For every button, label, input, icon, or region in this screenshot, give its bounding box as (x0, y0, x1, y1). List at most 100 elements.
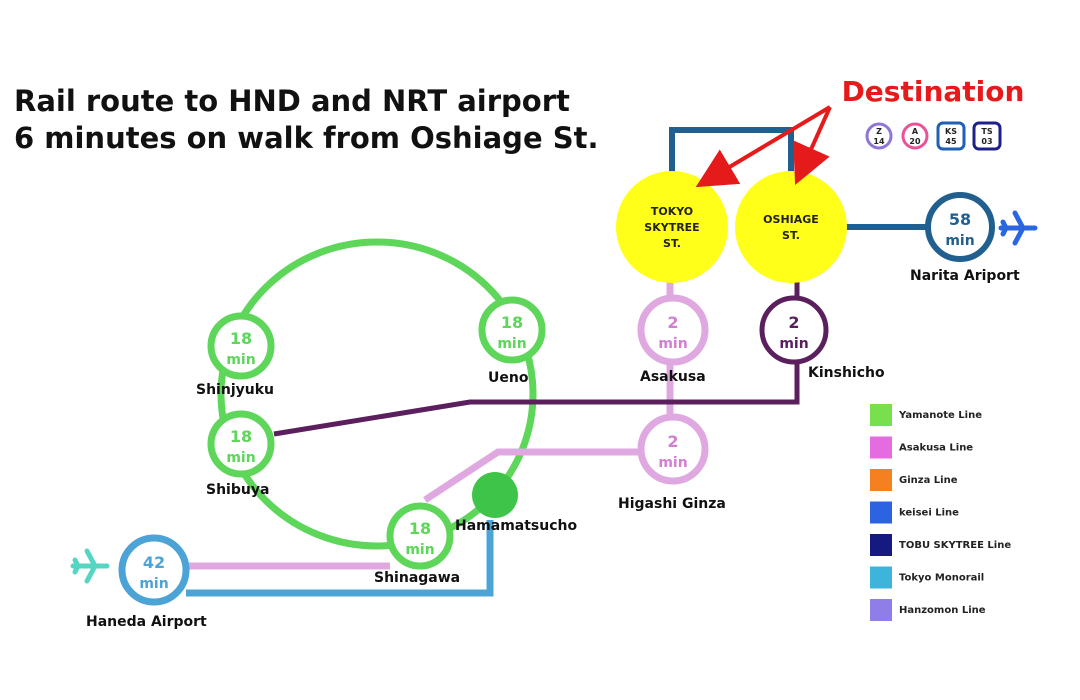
legend-item: Asakusa Line (870, 436, 973, 459)
station-name-kinshicho: Kinshicho (808, 365, 885, 381)
station-minutes-higashi-ginza: 2 (667, 432, 678, 451)
line-badge-z: Z14 (865, 122, 893, 150)
station-unit-asakusa: min (658, 336, 687, 352)
station-minutes-shinjyuku: 18 (230, 329, 252, 348)
hamamatsucho-name: Hamamatsucho (455, 518, 577, 534)
station-name-ueno: Ueno (488, 370, 529, 386)
line-badge-number: 20 (909, 137, 921, 146)
station-minutes-narita: 58 (949, 210, 971, 229)
station-minutes-kinshicho: 2 (788, 313, 799, 332)
legend-label: keisei Line (899, 508, 959, 519)
station-circle-ueno (478, 296, 546, 364)
station-bubbles: 18minShinjyuku18minShibuya18minUeno18min… (86, 192, 1020, 630)
legend-swatch (870, 404, 892, 426)
station-unit-shinagawa: min (405, 542, 434, 558)
line-badge-number: 03 (981, 137, 992, 146)
station-unit-narita: min (945, 233, 974, 249)
legend-item: Ginza Line (870, 469, 958, 491)
line-badge-letter: A (912, 127, 919, 136)
legend-swatch (870, 599, 892, 621)
skytree-station-circle[interactable] (616, 171, 728, 283)
station-name-shinjyuku: Shinjyuku (196, 382, 274, 398)
skytree-label-3: ST. (663, 237, 681, 250)
oshiage-label-1: OSHIAGE (763, 213, 819, 226)
station-unit-higashi-ginza: min (658, 455, 687, 471)
station-minutes-ueno: 18 (501, 313, 523, 332)
legend-item: Tokyo Monorail (870, 566, 984, 589)
line-badge-number: 45 (945, 137, 957, 146)
legend-swatch (870, 501, 892, 524)
station-minutes-haneda: 42 (143, 553, 165, 572)
yamanote-loop (217, 238, 537, 550)
title-line-2: 6 minutes on walk from Oshiage St. (14, 121, 599, 155)
station-unit-ueno: min (497, 336, 526, 352)
legend-item: keisei Line (870, 501, 959, 524)
legend-item: Hanzomon Line (870, 599, 986, 621)
station-name-asakusa: Asakusa (640, 369, 706, 385)
destination-arrow-skytree (695, 105, 832, 188)
line-badge-letter: KS (945, 127, 957, 136)
destination-label: Destination (842, 75, 1025, 108)
station-name-shibuya: Shibuya (206, 482, 269, 498)
station-circle-shibuya (207, 410, 275, 478)
legend-label: Hanzomon Line (899, 605, 986, 616)
line-badge-letter: Z (876, 127, 882, 136)
station-minutes-shibuya: 18 (230, 427, 252, 446)
station-circle-shinagawa (386, 502, 454, 570)
line-badge-letter: TS (981, 127, 992, 136)
legend-swatch (870, 436, 892, 459)
station-name-higashi-ginza: Higashi Ginza (618, 496, 726, 512)
line-badge-number: 14 (873, 137, 885, 146)
station-name-haneda: Haneda Airport (86, 614, 207, 630)
hamamatsucho-station[interactable] (472, 472, 518, 518)
legend-swatch (870, 469, 892, 491)
oshiage-station-circle[interactable] (735, 171, 847, 283)
legend-item: Yamanote Line (870, 404, 982, 426)
station-name-shinagawa: Shinagawa (374, 570, 460, 586)
legend-label: Tokyo Monorail (899, 573, 984, 584)
station-name-narita: Narita Ariport (910, 268, 1020, 284)
station-minutes-shinagawa: 18 (409, 519, 431, 538)
legend-label: Yamanote Line (898, 410, 982, 421)
station-circle-asakusa (637, 294, 709, 366)
station-minutes-asakusa: 2 (667, 313, 678, 332)
legend-item: TOBU SKYTREE Line (870, 534, 1011, 556)
legend-label: Asakusa Line (899, 443, 973, 454)
keisei-connector (669, 127, 794, 190)
station-unit-shinjyuku: min (226, 352, 255, 368)
station-unit-haneda: min (139, 576, 168, 592)
skytree-label-1: TOKYO (651, 205, 693, 218)
legend-label: Ginza Line (899, 475, 958, 486)
legend-swatch (870, 566, 892, 589)
legend-swatch (870, 534, 892, 556)
haneda-airplane-icon (70, 548, 110, 584)
station-circle-kinshicho (759, 295, 829, 365)
oshiage-label-2: ST. (782, 229, 800, 242)
legend-label: TOBU SKYTREE Line (899, 540, 1011, 551)
monorail-line (186, 520, 494, 597)
station-unit-kinshicho: min (779, 336, 808, 352)
destination-arrow-oshiage (793, 106, 832, 185)
asakusa-line (423, 280, 674, 503)
narita-airplane-icon (998, 210, 1038, 246)
station-circle-narita (925, 192, 995, 262)
skytree-label-2: SKYTREE (644, 221, 699, 234)
line-badge-a: A20 (901, 122, 929, 150)
station-circle-haneda (118, 534, 190, 606)
station-circle-shinjyuku (207, 312, 275, 380)
station-circle-higashi-ginza (637, 413, 709, 485)
station-unit-shibuya: min (226, 450, 255, 466)
